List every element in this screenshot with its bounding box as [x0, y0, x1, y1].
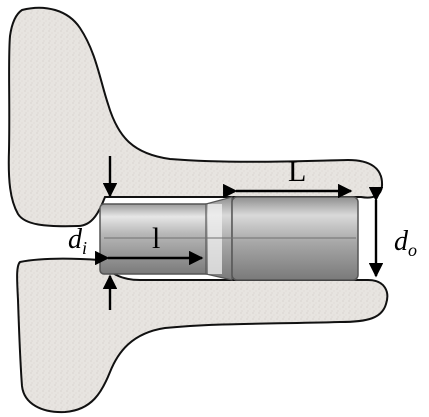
inner-diameter-label: di — [68, 224, 87, 258]
inner-length-label: l — [152, 222, 160, 255]
outer-length-label: L — [288, 155, 306, 188]
outer-diameter-base: d — [394, 226, 409, 257]
outer-diameter-label: do — [394, 226, 417, 260]
upper-stone-block — [7, 6, 384, 228]
inner-diameter-base: d — [68, 224, 83, 255]
bolt-highlight-band — [208, 204, 222, 274]
inner-diameter-subscript: i — [82, 238, 87, 258]
outer-diameter-subscript: o — [408, 240, 417, 260]
lower-stone-block — [16, 257, 389, 414]
